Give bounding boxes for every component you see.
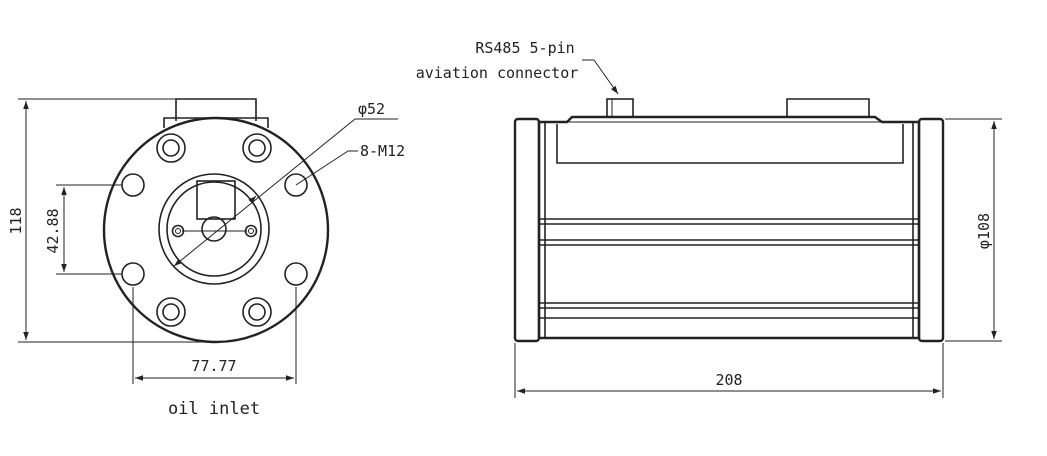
screw-left bbox=[171, 224, 185, 238]
dim-thread-label: 8-M12 bbox=[360, 142, 405, 160]
screw-left-inner bbox=[175, 228, 181, 234]
bore-outer-circle bbox=[158, 173, 270, 285]
connector-label-line1: RS485 5-pin bbox=[475, 39, 574, 57]
screw-right-inner bbox=[248, 228, 254, 234]
side-cover-plate bbox=[786, 98, 870, 117]
dim-width-label: 77.77 bbox=[191, 357, 236, 375]
thread-hole-lower-right bbox=[284, 262, 308, 286]
dim-hole-pitch: 42.88 bbox=[44, 184, 122, 275]
dim-width: 77.77 bbox=[132, 287, 297, 384]
front-top-housing bbox=[175, 98, 257, 121]
counterbore-bolt-top-left bbox=[156, 133, 186, 163]
dim-diameter-label: φ108 bbox=[975, 213, 993, 249]
dim-diameter: φ108 bbox=[945, 118, 1002, 342]
connector-leader: RS485 5-pin aviation connector bbox=[416, 39, 619, 95]
dim-height-label: 118 bbox=[7, 207, 25, 234]
front-view-caption: oil inlet bbox=[168, 399, 260, 419]
counterbore-bolt-bottom-right bbox=[242, 297, 272, 327]
dim-height: 118 bbox=[7, 98, 216, 343]
thread-hole-lower-left bbox=[121, 262, 145, 286]
flange-outer-circle bbox=[102, 116, 330, 344]
end-cap-left bbox=[513, 117, 541, 343]
front-view: 118 42.88 φ52 8-M12 77.77 bbox=[7, 98, 405, 419]
side-body-outline bbox=[537, 115, 921, 340]
dim-length-label: 208 bbox=[715, 371, 742, 389]
side-view: RS485 5-pin aviation connector φ108 208 bbox=[416, 39, 1002, 398]
dim-bore-label: φ52 bbox=[358, 100, 385, 118]
counterbore-bolt-top-right bbox=[242, 133, 272, 163]
shaft-center-circle bbox=[201, 216, 227, 242]
dim-length: 208 bbox=[514, 343, 944, 398]
side-top-housing bbox=[556, 124, 904, 164]
connector-label-line2: aviation connector bbox=[416, 64, 579, 82]
dim-hole-pitch-label: 42.88 bbox=[44, 208, 62, 253]
leader-thread: 8-M12 bbox=[295, 142, 405, 186]
screw-right bbox=[244, 224, 258, 238]
thread-hole-upper-left bbox=[121, 173, 145, 197]
counterbore-bolt-bottom-left bbox=[156, 297, 186, 327]
bore-inner-circle bbox=[166, 181, 262, 277]
thread-hole-upper-right bbox=[284, 173, 308, 197]
dim-bore: φ52 bbox=[173, 100, 398, 267]
aviation-connector bbox=[606, 98, 634, 118]
body-grooves bbox=[539, 218, 919, 319]
end-cap-right bbox=[917, 117, 945, 343]
key-block bbox=[196, 180, 236, 220]
